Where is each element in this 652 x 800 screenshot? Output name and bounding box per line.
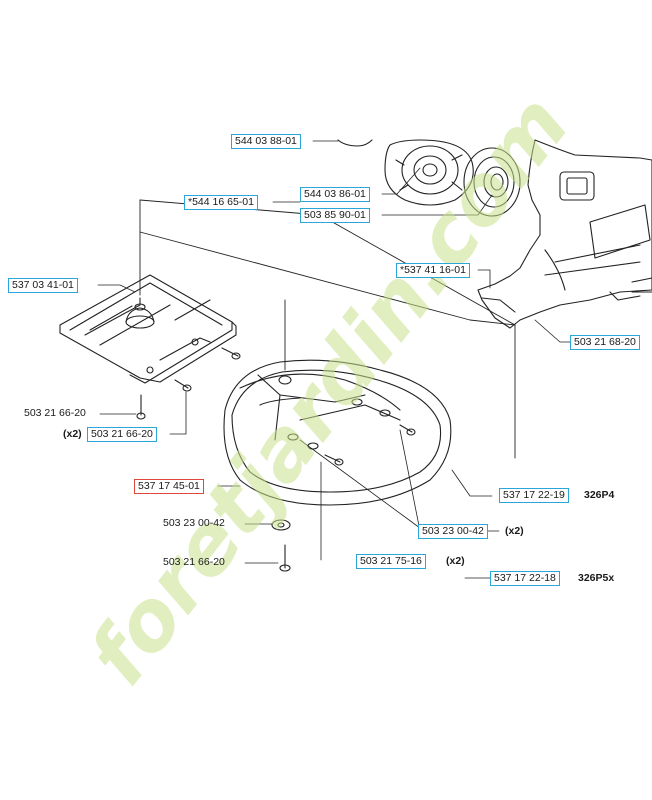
label-503-23-00-42-a[interactable]: 503 23 00-42 [163,517,225,529]
label-537-17-45-01[interactable]: 537 17 45-01 [134,479,204,494]
model-326P4: 326P4 [584,489,615,501]
qty-x2-a: (x2) [505,525,524,537]
screw-e [399,424,416,436]
harness-tray [223,359,452,506]
washer [271,519,291,531]
label-544-03-88-01[interactable]: 544 03 88-01 [231,134,301,149]
label-503-21-66-20-c[interactable]: 503 21 66-20 [163,556,225,568]
label-537-17-22-18[interactable]: 537 17 22-18 [490,571,560,586]
label-503-21-75-16[interactable]: 503 21 75-16 [356,554,426,569]
label-537-03-41-01[interactable]: 537 03 41-01 [8,278,78,293]
screw-b [174,379,192,392]
bracket-plate [59,274,237,384]
label-503-21-66-20-b[interactable]: 503 21 66-20 [87,427,157,442]
qty-x2-prefix: (x2) [63,428,82,440]
label-503-85-90-01[interactable]: 503 85 90-01 [300,208,370,223]
screw-c [136,394,146,420]
screw-f [279,544,291,572]
label-544-03-86-01[interactable]: 544 03 86-01 [300,187,370,202]
screw-d [324,454,344,466]
screw-a [221,347,241,360]
flywheel [384,139,474,206]
label-503-21-68-20[interactable]: 503 21 68-20 [570,335,640,350]
qty-x2-b: (x2) [446,555,465,567]
model-326P5x: 326P5x [578,572,615,584]
frame-lines [139,199,516,459]
label-537-17-22-19[interactable]: 537 17 22-19 [499,488,569,503]
label-503-23-00-42-b[interactable]: 503 23 00-42 [418,524,488,539]
bearing [463,147,521,217]
label-544-16-65-01[interactable]: *544 16 65-01 [184,195,258,210]
engine-housing [477,139,652,329]
label-503-21-66-20-a[interactable]: 503 21 66-20 [24,407,86,419]
label-537-41-16-01[interactable]: *537 41 16-01 [396,263,470,278]
